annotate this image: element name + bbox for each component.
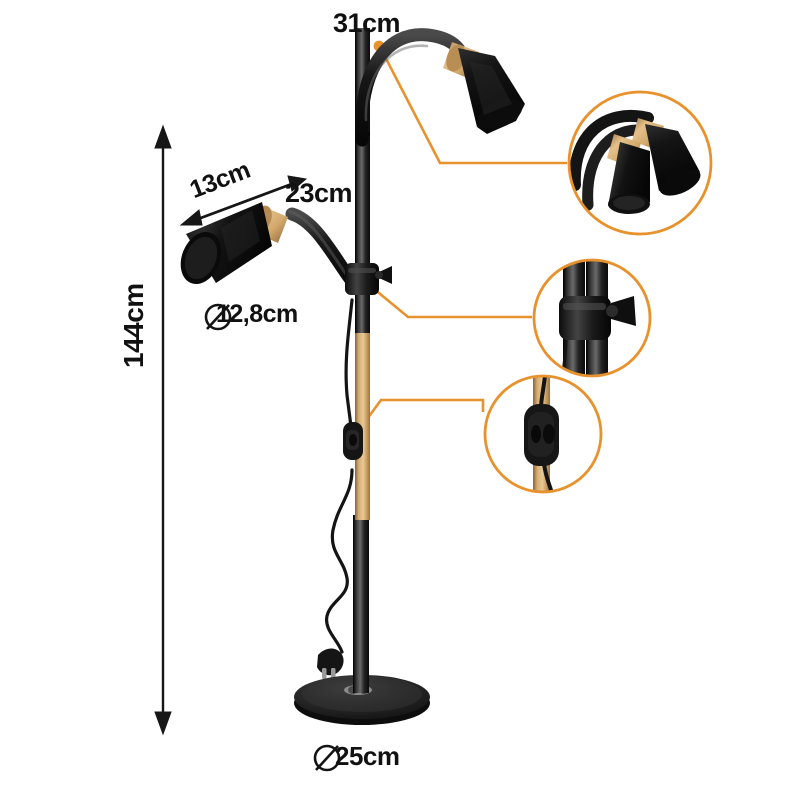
upper-arm [355, 28, 470, 147]
height-adjust-clamp [345, 263, 392, 295]
upper-head [443, 42, 525, 134]
power-cord [325, 298, 354, 672]
callout-circle-clamp [532, 258, 652, 378]
dimension-label-upper-arm: 31cm [333, 8, 401, 38]
callout-heads-content [569, 92, 711, 234]
callout-switch-content [485, 376, 601, 492]
dimension-label-total-height: 144cm [118, 283, 149, 368]
power-plug [317, 648, 344, 679]
dimension-label-base-diameter: 25cm [335, 741, 400, 771]
cord-switch [343, 422, 363, 460]
dimension-label-shade-diameter: 12,8cm [216, 300, 298, 328]
callout-clamp-content [534, 260, 650, 376]
callout-circle-heads [567, 90, 713, 236]
diameter-symbol-shade [204, 303, 232, 331]
callout-leader-heads [378, 46, 567, 165]
dimension-total-height [154, 124, 172, 736]
diameter-symbol-base [313, 744, 341, 772]
callout-leader-switch [351, 398, 485, 439]
callout-circle-switch [483, 374, 603, 494]
callout-leader-clamp [361, 277, 532, 319]
lower-head [180, 202, 288, 285]
dimension-label-lower-arm: 23cm [285, 178, 353, 208]
dimension-shade-height [179, 175, 308, 226]
